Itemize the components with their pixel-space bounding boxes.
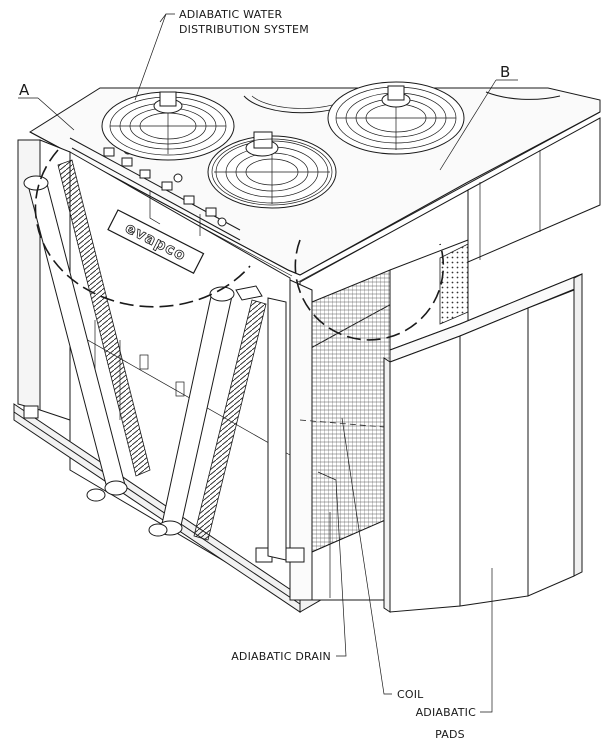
fan-back-left xyxy=(101,91,235,161)
label-pads-line2: PADS xyxy=(435,728,465,741)
label-adiabatic-drain: ADIABATIC DRAIN xyxy=(231,650,331,663)
detail-circle-a xyxy=(34,149,251,308)
adiabatic-pads xyxy=(383,273,583,613)
label-water-system-line1: ADIABATIC WATER xyxy=(179,8,283,21)
callout-b: B xyxy=(500,63,510,81)
v-coil-headers xyxy=(23,159,287,561)
detail-circle-b xyxy=(294,239,445,341)
label-water-system-line2: DISTRIBUTION SYSTEM xyxy=(179,23,309,36)
fan-front-right xyxy=(327,81,465,155)
callout-a: A xyxy=(19,81,30,99)
label-pads-line1: ADIABATIC xyxy=(416,706,477,719)
label-coil: COIL xyxy=(397,688,424,701)
fan-back-right-edge xyxy=(485,91,561,100)
water-distribution-piping xyxy=(69,137,241,241)
fan-front-center xyxy=(207,131,337,209)
leader-lines xyxy=(18,13,518,713)
